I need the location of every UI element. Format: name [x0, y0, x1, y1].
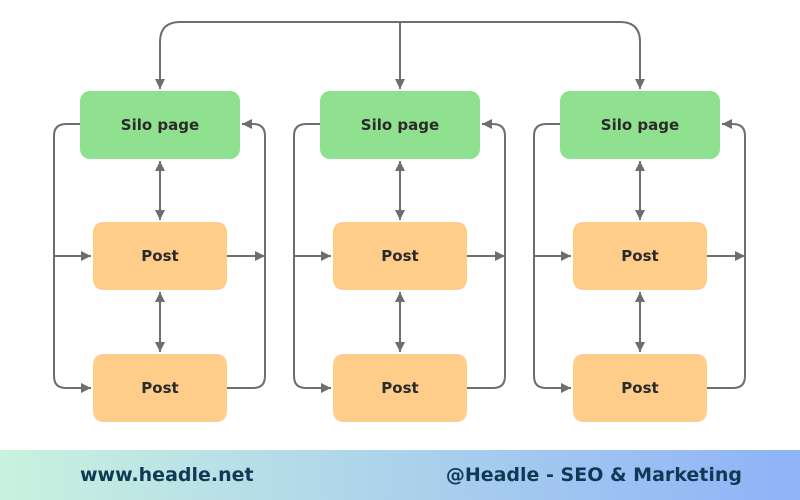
- silo-page-box-2: Silo page: [320, 91, 480, 159]
- top-arrow-right: [400, 21, 645, 89]
- post-box-1-1: Post: [93, 222, 227, 290]
- post-box-3-2: Post: [573, 354, 707, 422]
- website-url: www.headle.net: [80, 464, 254, 486]
- silo-page-box-3: Silo page: [560, 91, 720, 159]
- post-box-3-1: Post: [573, 222, 707, 290]
- post-box-1-2: Post: [93, 354, 227, 422]
- right-loop-1: [227, 119, 266, 389]
- post-box-2-1: Post: [333, 222, 467, 290]
- footer-banner: www.headle.net @Headle - SEO & Marketing: [0, 450, 800, 500]
- connector-layer: [53, 21, 746, 393]
- post-box-2-2: Post: [333, 354, 467, 422]
- right-loop-2: [467, 119, 506, 389]
- right-loop-3: [707, 119, 746, 389]
- silo-page-box-1: Silo page: [80, 91, 240, 159]
- brand-tagline: @Headle - SEO & Marketing: [445, 464, 742, 486]
- top-arrow-left: [155, 21, 400, 89]
